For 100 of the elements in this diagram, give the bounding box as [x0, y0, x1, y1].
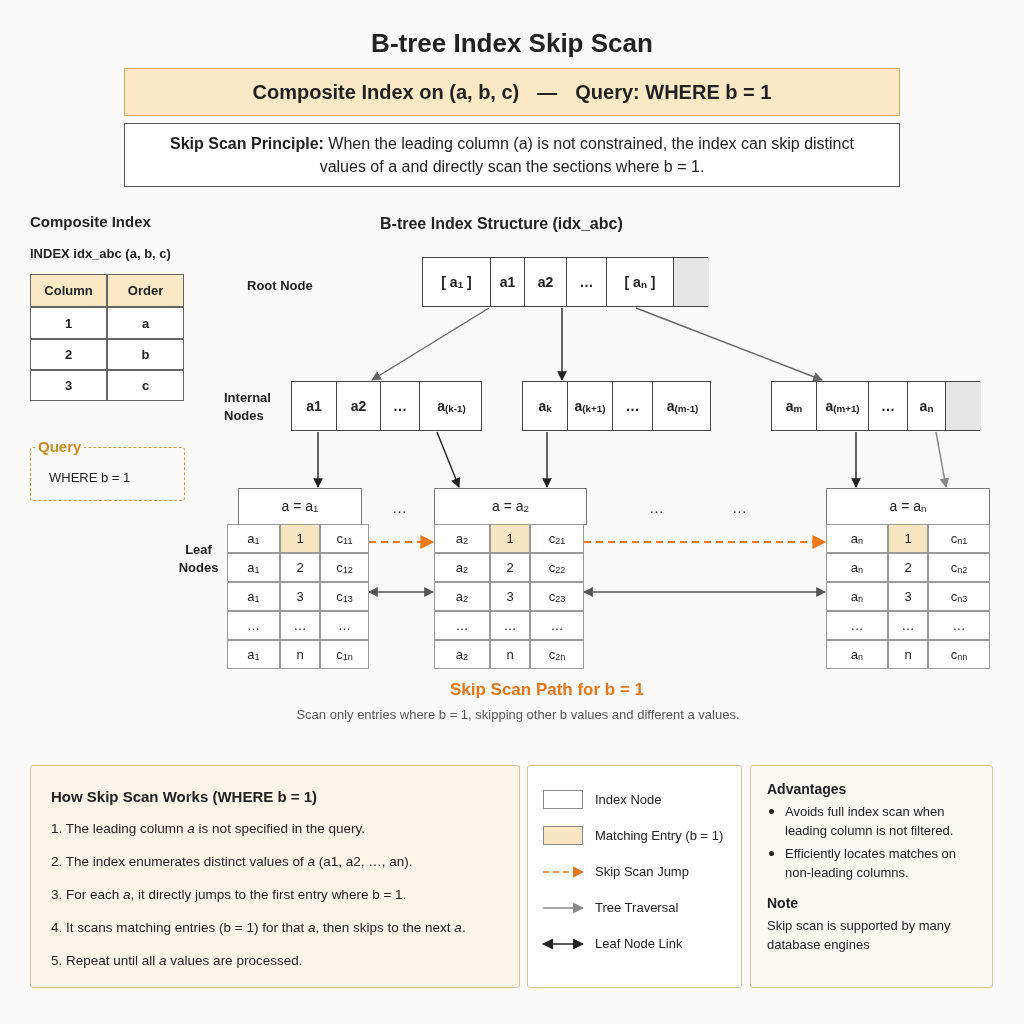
legend-label: Tree Traversal [595, 900, 679, 915]
entry-value: a$_{1}$ [227, 553, 280, 582]
entry-value: n [888, 640, 928, 669]
matching-entry: 1 [490, 524, 530, 553]
entry-value: c$_{13}$ [320, 582, 369, 611]
principle-text: Skip Scan Principle: When the leading column (a) is not constrained, the index can skip distinct values of a and directly scan the sections where b = 1. [169, 134, 855, 177]
key-label: a1 [305, 397, 323, 416]
entry-value: a$_{2}$ [434, 582, 490, 611]
index-node [291, 381, 482, 431]
panel-text: Avoids full index scan when leading column is not filtered. [785, 803, 955, 840]
explanation-panel [30, 765, 520, 988]
table-value: c [107, 370, 184, 401]
leaf-link-arrow [368, 587, 434, 597]
principle-box [124, 123, 900, 187]
ellipsis: … [392, 498, 407, 518]
table-value: a [107, 307, 184, 339]
table-value: 3 [30, 370, 107, 401]
entry-value: c$_{23}$ [530, 582, 584, 611]
entry-value: 2 [490, 553, 530, 582]
entry-value: a$_{n}$ [826, 524, 888, 553]
entry-value: 2 [280, 553, 320, 582]
ellipsis: … [732, 498, 747, 518]
column-header: Column [30, 274, 107, 307]
leaf-header: a = a$_{2}$ [434, 488, 587, 525]
entry-value: 3 [490, 582, 530, 611]
entry-value: … [826, 611, 888, 640]
entry-value: … [530, 611, 584, 640]
index-definition: INDEX idx_abc (a, b, c) [30, 245, 171, 263]
key-label: … [612, 382, 652, 430]
panel-heading: Advantages [767, 780, 848, 799]
panel-text: Skip scan is supported by many database engines [767, 917, 952, 954]
table-value: 1 [30, 307, 107, 339]
entry-value: … [490, 611, 530, 640]
entry-value: a$_{2}$ [434, 524, 490, 553]
key-label: a$_{m}$ [784, 397, 804, 417]
key-label: a$_{(m+1)}$ [816, 382, 868, 430]
legend-label: Skip Scan Jump [595, 864, 689, 879]
entry-value: c$_{n1}$ [928, 524, 990, 553]
legend-label: Index Node [595, 792, 662, 807]
tree-arrow [313, 431, 323, 488]
key-label: a$_{k}$ [537, 397, 553, 417]
section-heading: B-tree Index Structure (idx_abc) [380, 214, 623, 234]
entry-value: a$_{1}$ [227, 640, 280, 669]
entry-value: c$_{nn}$ [928, 640, 990, 669]
tree-arrow [542, 431, 552, 488]
path-description: Scan only entries where b = 1, skipping other b values and different a values. [295, 706, 741, 724]
index-node [422, 257, 708, 307]
entry-value: c$_{22}$ [530, 553, 584, 582]
entry-value: n [280, 640, 320, 669]
entry-value: c$_{2n}$ [530, 640, 584, 669]
key-label: a$_{(k+1)}$ [567, 382, 612, 430]
key-label: a$_{(k-1)}$ [419, 382, 483, 430]
banner-text: Composite Index on (a, b, c) [252, 80, 520, 104]
tree-arrow [436, 431, 461, 488]
key-label: a1 [490, 258, 524, 306]
step-text: 4. It scans matching entries (b = 1) for that a, then skips to the next a. [51, 920, 466, 935]
matching-entry: 1 [888, 524, 928, 553]
banner-text: — [537, 80, 558, 104]
entry-value: 3 [280, 582, 320, 611]
table-value: 2 [30, 339, 107, 370]
key-label: [ a$_{1}$ ] [440, 273, 473, 293]
entry-value: c$_{n3}$ [928, 582, 990, 611]
tree-arrow [851, 431, 861, 488]
tree-arrow [635, 307, 823, 382]
entry-value: n [490, 640, 530, 669]
tree-arrow [935, 431, 950, 488]
entry-value: a$_{n}$ [826, 553, 888, 582]
legend-label: Matching Entry (b = 1) [595, 828, 724, 843]
entry-value: a$_{2}$ [434, 553, 490, 582]
step-text: 2. The index enumerates distinct values of a (a1, a2, …, an). [51, 854, 413, 869]
entry-value: … [928, 611, 990, 640]
banner-text: Query: WHERE b = 1 [575, 80, 772, 104]
panel-heading: Note [767, 894, 800, 913]
key-label: … [566, 258, 606, 306]
index-node [522, 381, 711, 431]
entry-value: 2 [888, 553, 928, 582]
step-text: 5. Repeat until all a values are processed. [51, 953, 303, 968]
advantages-panel [750, 765, 993, 988]
entry-value: a$_{n}$ [826, 640, 888, 669]
panel-heading: How Skip Scan Works (WHERE b = 1) [51, 788, 318, 805]
entry-value: … [434, 611, 490, 640]
legend-label: Leaf Node Link [595, 936, 683, 951]
key-label: a$_{(m-1)}$ [652, 382, 712, 430]
entry-value: a$_{2}$ [434, 640, 490, 669]
entry-value: c$_{11}$ [320, 524, 369, 553]
entry-value: … [320, 611, 369, 640]
entry-value: a$_{n}$ [826, 582, 888, 611]
key-label: … [380, 382, 419, 430]
index-node [771, 381, 980, 431]
key-label: a2 [336, 382, 380, 430]
column-header: Order [107, 274, 184, 307]
entry-value: c$_{n2}$ [928, 553, 990, 582]
level-label: Root Node [247, 277, 313, 295]
panel-text: Efficiently locates matches on non-leading columns. [785, 845, 957, 882]
key-label: … [868, 382, 907, 430]
entry-value: c$_{21}$ [530, 524, 584, 553]
entry-value: c$_{12}$ [320, 553, 369, 582]
query-banner [124, 68, 900, 116]
level-label: Internal Nodes [224, 389, 272, 425]
tree-arrow [557, 307, 567, 381]
